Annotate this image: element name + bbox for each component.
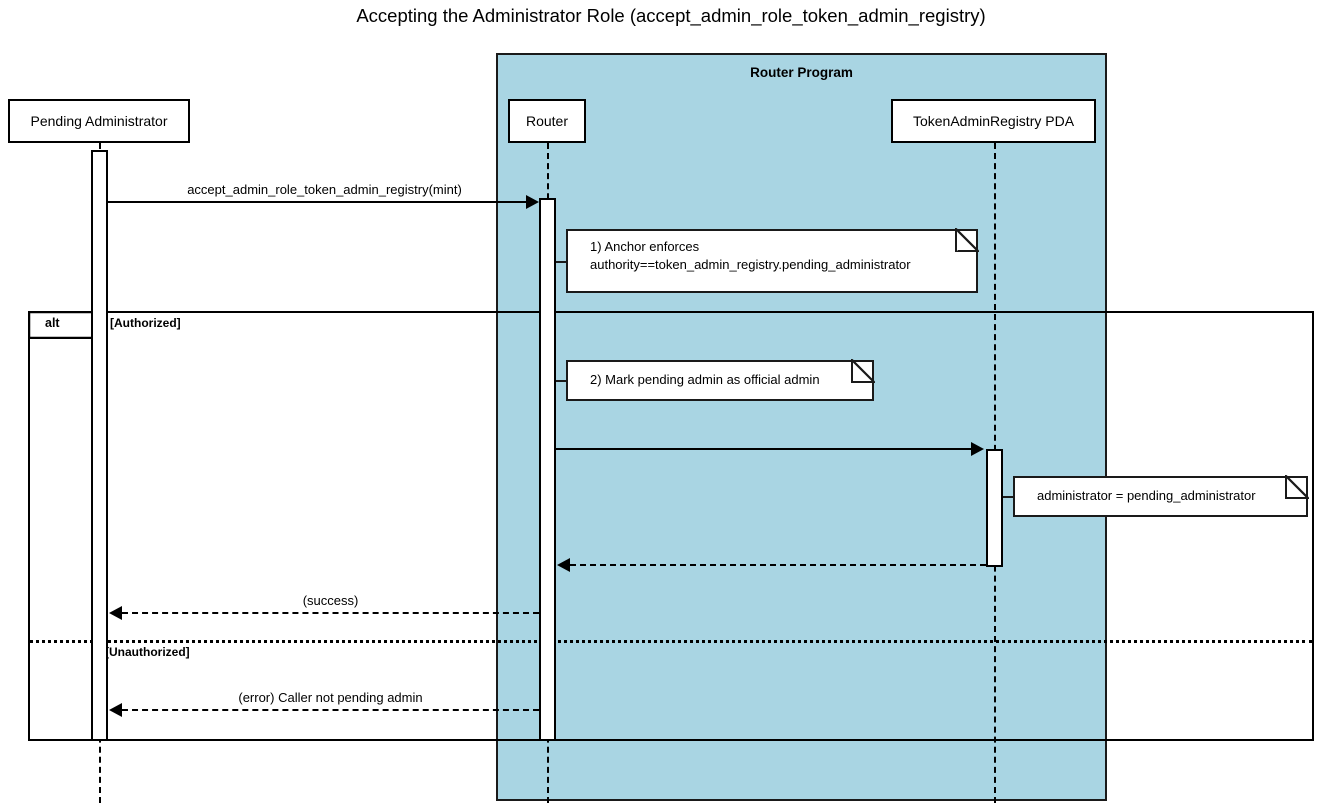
message-line-registry-return [570, 564, 986, 566]
message-arrow-accept-admin-role [526, 195, 539, 209]
participant-label: TokenAdminRegistry PDA [912, 113, 1075, 129]
message-arrow-registry-return [557, 558, 570, 572]
note-administrator-assignment: administrator = pending_administrator [1013, 476, 1308, 517]
note-fold-icon-2 [851, 359, 875, 383]
note-connector-3 [1003, 496, 1015, 498]
alt-branch-divider [29, 640, 1313, 643]
note-mark-pending-admin: 2) Mark pending admin as official admin [566, 360, 874, 401]
message-line-accept-admin-role [108, 201, 528, 203]
alt-branch-condition-unauthorized: [Unauthorized] [105, 645, 190, 659]
activation-pending-administrator [91, 150, 108, 741]
page-title: Accepting the Administrator Role (accept… [356, 5, 986, 26]
message-line-success [122, 612, 539, 614]
message-label-success: (success) [302, 593, 359, 608]
activation-router [539, 198, 556, 741]
note-connector-2 [556, 380, 568, 382]
message-label-accept-admin-role: accept_admin_role_token_admin_registry(m… [187, 182, 462, 197]
note-fold-icon-1 [955, 228, 979, 252]
participant-pending-administrator[interactable]: Pending Administrator [8, 99, 190, 143]
participant-router[interactable]: Router [508, 99, 586, 143]
message-line-error [122, 709, 539, 711]
note-fold-icon-3 [1285, 475, 1309, 499]
note-anchor-enforces: 1) Anchor enforces authority==token_admi… [566, 229, 978, 293]
participant-label: Pending Administrator [30, 113, 168, 129]
message-label-error: (error) Caller not pending admin [238, 690, 423, 705]
message-arrow-error [109, 703, 122, 717]
message-line-router-to-registry [556, 448, 973, 450]
group-box-router-program [496, 53, 1107, 801]
note-connector-1 [556, 261, 568, 263]
group-box-label: Router Program [750, 65, 853, 80]
participant-token-admin-registry-pda[interactable]: TokenAdminRegistry PDA [891, 99, 1096, 143]
message-arrow-router-to-registry [971, 442, 984, 456]
message-arrow-success [109, 606, 122, 620]
alt-branch-condition-authorized: [Authorized] [110, 316, 181, 330]
alt-operator-label: alt [45, 316, 60, 330]
activation-token-admin-registry-pda [986, 449, 1003, 567]
participant-label: Router [525, 113, 569, 129]
